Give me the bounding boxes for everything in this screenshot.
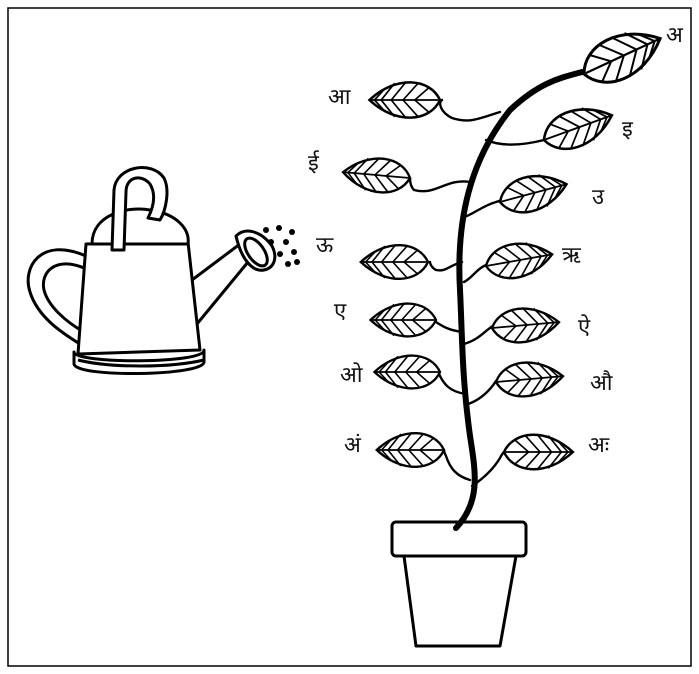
label-aa: आ	[328, 85, 351, 110]
label-e: ए	[334, 299, 347, 324]
label-ah: अः	[588, 433, 610, 458]
label-uu: ऊ	[316, 233, 334, 258]
leaf-am	[377, 432, 444, 467]
label-ai: ऐ	[578, 314, 591, 340]
leaf-aa	[369, 82, 440, 119]
label-o: ओ	[340, 362, 363, 388]
label-ri: ऋ	[562, 243, 582, 268]
leaf-ii	[342, 155, 412, 196]
leaf-ah	[504, 434, 573, 470]
leaf-o	[374, 355, 440, 389]
label-ii: ई	[308, 150, 320, 176]
leaf-uu	[361, 244, 428, 279]
label-au: औ	[590, 370, 613, 396]
leaf-ai	[490, 305, 560, 346]
leaf-au	[494, 359, 564, 400]
leaf-ri	[483, 237, 555, 283]
label-am: अं	[344, 433, 362, 458]
plant-branches	[410, 100, 544, 486]
leaf-i	[538, 98, 619, 158]
label-u: उ	[592, 185, 605, 210]
leaf-e	[370, 303, 436, 337]
leaf-a	[575, 19, 670, 94]
leaf-u	[495, 167, 571, 220]
flower-pot-icon	[392, 522, 526, 646]
leaf-labels: अ आ इ ई उ ऊ ऋ ए ऐ ओ औ अं अः	[308, 23, 684, 458]
watering-can-icon	[28, 168, 275, 374]
label-i: इ	[622, 117, 634, 142]
label-a: अ	[666, 23, 684, 48]
